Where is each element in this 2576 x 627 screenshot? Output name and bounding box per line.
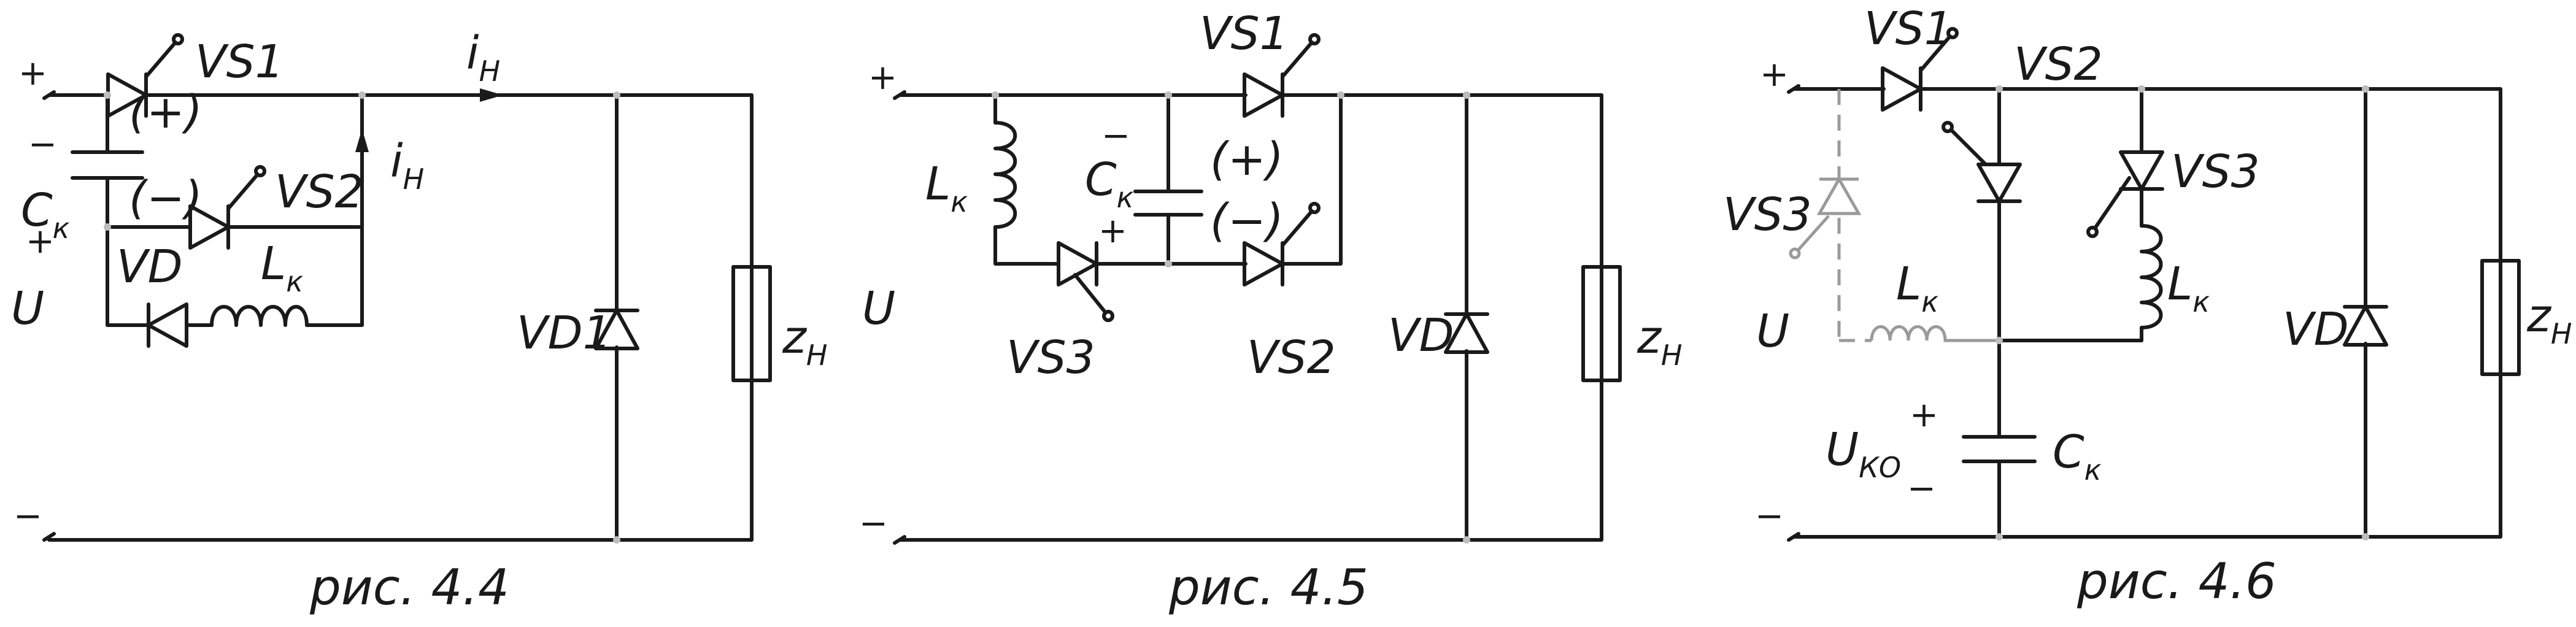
- inductor-label: Lк: [2167, 258, 2210, 318]
- thyristor-VS3-dashed: [1789, 175, 1862, 260]
- load-label: zН: [1637, 311, 1682, 372]
- figure-caption: рис. 4.4: [309, 559, 509, 616]
- VS1-label: VS1: [1864, 2, 1953, 55]
- inductor-Lk: [993, 121, 1017, 229]
- junction: [1337, 91, 1344, 99]
- inductor-label: Lк: [261, 237, 303, 298]
- diode-VD: [148, 304, 187, 346]
- VS2-label: VS2: [2014, 38, 2103, 91]
- figure-caption: рис. 4.6: [2077, 553, 2277, 610]
- inductor-Lk-dashed: [1870, 325, 1999, 342]
- capacitor-label: Cк: [1085, 153, 1134, 214]
- main-rails: [47, 93, 754, 542]
- figure-4-6: + − U VS1 VS3 Lк VS2: [1723, 2, 2572, 610]
- minus-sign: −: [1755, 496, 1784, 536]
- junction: [104, 91, 111, 99]
- VD-label: VD: [117, 240, 183, 293]
- current-arrow-top: [480, 88, 503, 102]
- main-rails: [898, 93, 1603, 542]
- current-label-side: iН: [390, 135, 424, 196]
- junction: [613, 536, 620, 544]
- voltage-label-U: U: [862, 282, 895, 335]
- terminal-minus-tick: [42, 532, 56, 542]
- load-resistor: [2480, 259, 2521, 376]
- capacitor-label: Cк: [2053, 426, 2102, 487]
- junction: [992, 91, 999, 99]
- voltage-label-U: U: [1756, 305, 1789, 358]
- minus-sign: −: [13, 496, 42, 536]
- plus-sign: +: [1760, 55, 1789, 94]
- junction: [1996, 85, 2003, 93]
- capacitor-plus: +: [1910, 395, 1938, 435]
- inductor-dashed-label: Lк: [1896, 258, 1938, 318]
- vs3-inductor-branch-wire: [1997, 87, 2143, 342]
- junction: [2362, 85, 2369, 93]
- minus-sign: −: [859, 504, 888, 544]
- junction: [1996, 533, 2003, 540]
- thyristor-VS3: [1059, 243, 1113, 320]
- figure-caption: рис. 4.5: [1168, 559, 1368, 616]
- VS3-dashed-label: VS3: [1723, 188, 1812, 241]
- voltage-label-U: U: [11, 282, 44, 335]
- polarity-minus: (−): [1210, 194, 1284, 247]
- load-resistor: [1581, 265, 1622, 382]
- figure-4-5: + − U VS1 Lк Cк − + (+) (−) VS3 VS2 VD z: [859, 7, 1682, 616]
- junction: [2138, 85, 2145, 93]
- plus-sign: +: [868, 58, 897, 98]
- junction: [1463, 91, 1470, 99]
- current-arrow-side: [355, 129, 369, 152]
- capacitor-voltage-label: UКО: [1826, 423, 1901, 484]
- current-label-top: iН: [466, 27, 500, 88]
- junction: [613, 91, 620, 99]
- capacitor-minus: −: [1101, 116, 1130, 156]
- VD-label: VD: [1388, 309, 1454, 362]
- junction: [1996, 337, 2003, 344]
- load-resistor: [731, 265, 772, 382]
- VS2-label: VS2: [275, 166, 364, 218]
- inductor-Lk: [2140, 224, 2163, 329]
- capacitor-minus: −: [1907, 469, 1936, 509]
- junction: [1165, 91, 1172, 99]
- inductor-Lk: [210, 305, 309, 327]
- junction: [1463, 536, 1470, 544]
- polarity-plus: (+): [1210, 133, 1284, 186]
- inductor-label: Lк: [925, 158, 968, 218]
- figure-4-4: + − U iН VS1 Cк − + (+) (−) VS2 iН VD Lк: [11, 27, 827, 616]
- commutation-loop-wire: [993, 93, 1343, 266]
- VS3-label: VS3: [1006, 331, 1095, 384]
- VD1-label: VD1: [517, 307, 612, 360]
- VS2-label: VS2: [1247, 331, 1336, 384]
- junction: [104, 223, 111, 231]
- plus-sign: +: [18, 53, 47, 93]
- junction: [2362, 533, 2369, 540]
- junction: [358, 91, 366, 99]
- VS1-label: VS1: [195, 36, 284, 88]
- load-label: zН: [2526, 290, 2572, 350]
- VD-label: VD: [2283, 303, 2349, 356]
- VS1-label: VS1: [1200, 7, 1289, 60]
- capacitor-label: Cк: [21, 184, 70, 245]
- capacitor-plus: +: [26, 221, 55, 261]
- load-label: zН: [782, 311, 827, 372]
- thyristor-VS2: [1942, 121, 2022, 203]
- diode-VD: [2345, 307, 2386, 345]
- capacitor-plus: +: [1098, 211, 1127, 251]
- polarity-plus: (+): [129, 86, 202, 139]
- junction: [1165, 260, 1172, 267]
- capacitor-minus: −: [28, 125, 57, 164]
- VS3-label: VS3: [2171, 145, 2260, 198]
- thyristor-VS3: [2086, 150, 2164, 238]
- commutation-right-wire: [308, 93, 364, 327]
